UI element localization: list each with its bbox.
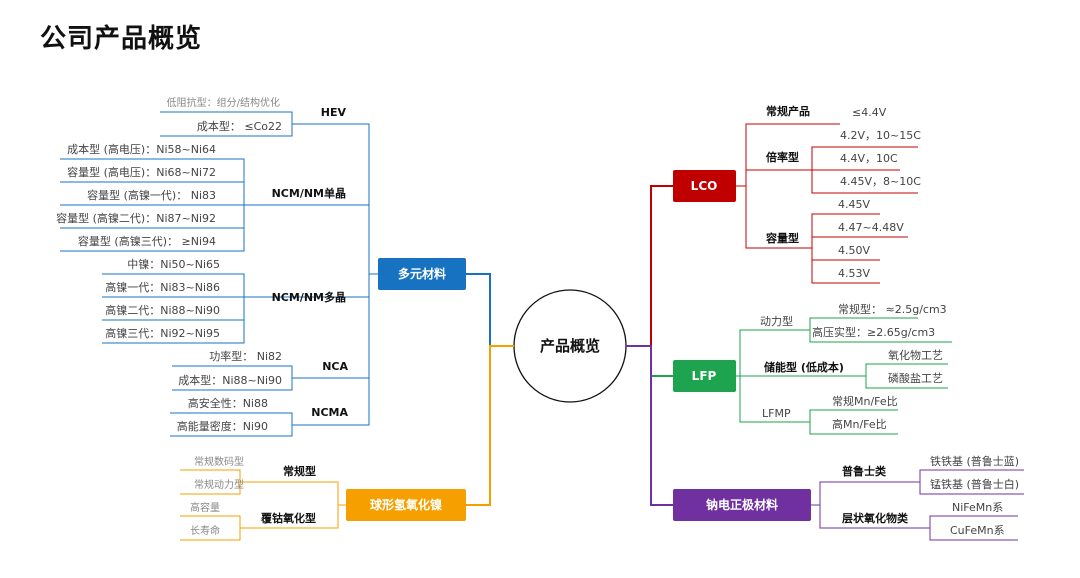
leaf-item: ≤4.4V <box>852 106 887 119</box>
spherical-connectors <box>180 469 346 541</box>
node-ternary-label: 多元材料 <box>398 266 446 281</box>
node-spherical-label: 球形氢氧化镍 <box>370 497 442 512</box>
branch-ternary: HEV NCM/NM单晶 NCM/NM多晶 NCA NCMA 低阻抗型：组分/结… <box>56 96 466 437</box>
leaf-item: 4.45V，8~10C <box>840 175 921 188</box>
leaf-item: 常规数码型 <box>194 455 244 468</box>
leaf-item: 常规型： ≈2.5g/cm3 <box>838 302 947 316</box>
sodium-connectors <box>811 469 1024 541</box>
ternary-connectors <box>60 111 378 437</box>
leaf-item: 4.2V，10~15C <box>840 129 921 142</box>
node-ternary-box <box>378 258 466 290</box>
node-lco-label: LCO <box>691 179 718 193</box>
leaf-item: 高镍一代：Ni83~Ni86 <box>105 280 220 294</box>
leaf-item: 4.47~4.48V <box>838 221 904 234</box>
leaf-item: 容量型 (高镍三代)： ≥Ni94 <box>78 234 216 248</box>
group-label-ncm-poly: NCM/NM多晶 <box>272 290 346 304</box>
main-connectors <box>466 185 673 506</box>
node-sodium-label: 钠电正极材料 <box>706 497 778 512</box>
leaf-item: 铁铁基 (普鲁士蓝) <box>930 454 1019 468</box>
leaf-item: 高镍三代：Ni92~Ni95 <box>105 326 220 340</box>
group-label-lco-regular: 常规产品 <box>766 104 810 118</box>
leaf-item: 高能量密度：Ni90 <box>177 419 268 433</box>
lfp-connectors <box>736 317 952 435</box>
leaf-item: 高容量 <box>190 501 220 514</box>
group-label-lco-capacity: 容量型 <box>765 231 799 245</box>
group-label-ncm-single: NCM/NM单晶 <box>272 186 346 200</box>
leaf-item: 高压实型：≥2.65g/cm3 <box>812 325 935 339</box>
leaf-item: 成本型 (高电压)：Ni58~Ni64 <box>67 142 216 156</box>
group-label-cobalt-coated: 覆钴氧化型 <box>261 511 316 525</box>
center-node-label: 产品概览 <box>540 337 600 355</box>
branch-spherical: 常规型 覆钴氧化型 常规数码型 常规动力型 高容量 长寿命 球形氢氧化镍 <box>180 455 466 541</box>
branch-lco: 常规产品 倍率型 容量型 ≤4.4V 4.2V，10~15C 4.4V，10C … <box>673 104 921 284</box>
group-label-nca: NCA <box>322 360 348 373</box>
leaf-item: NiFeMn系 <box>952 501 1003 514</box>
leaf-item: 中镍：Ni50~Ni65 <box>127 257 220 271</box>
lco-connectors <box>736 123 918 284</box>
leaf-item: 4.4V，10C <box>840 152 898 165</box>
leaf-item: 常规Mn/Fe比 <box>832 394 898 408</box>
node-lfp-box <box>673 360 736 392</box>
group-label-lfp-storage: 储能型 (低成本) <box>764 360 844 374</box>
leaf-item: 高Mn/Fe比 <box>832 417 887 431</box>
node-sodium-box <box>673 489 811 521</box>
node-lco-box <box>673 170 736 202</box>
node-lfp-label: LFP <box>692 369 717 383</box>
leaf-item: 锰铁基 (普鲁士白) <box>930 477 1019 491</box>
group-label-lfmp: LFMP <box>762 407 791 420</box>
leaf-item: 磷酸盐工艺 <box>888 371 943 385</box>
leaf-item: 功率型： Ni82 <box>209 349 282 363</box>
group-label-lco-rate: 倍率型 <box>766 150 799 164</box>
group-label-conventional: 常规型 <box>283 464 316 478</box>
leaf-item: 成本型： ≤Co22 <box>197 119 282 133</box>
group-label-ncma: NCMA <box>311 406 348 419</box>
leaf-item: 容量型 (高镍二代)：Ni87~Ni92 <box>56 211 216 225</box>
leaf-item: 常规动力型 <box>194 478 244 491</box>
leaf-item: 4.50V <box>838 244 870 257</box>
leaf-item: 高镍二代：Ni88~Ni90 <box>105 303 220 317</box>
leaf-item: 长寿命 <box>190 524 220 537</box>
group-label-lfp-power: 动力型 <box>760 314 793 328</box>
branch-lfp: 动力型 储能型 (低成本) LFMP 常规型： ≈2.5g/cm3 高压实型：≥… <box>673 302 952 435</box>
leaf-item: 氧化物工艺 <box>888 348 943 362</box>
leaf-item: 容量型 (高镍一代)： Ni83 <box>87 188 216 202</box>
group-label-hev: HEV <box>321 106 347 119</box>
leaf-item: 低阻抗型：组分/结构优化 <box>167 96 280 109</box>
group-label-prussian: 普鲁士类 <box>842 464 887 478</box>
leaf-item: 成本型：Ni88~Ni90 <box>178 373 282 387</box>
leaf-item: 4.53V <box>838 267 870 280</box>
leaf-item: 高安全性：Ni88 <box>188 396 268 410</box>
group-label-layered-oxide: 层状氧化物类 <box>841 511 909 525</box>
page-title: 公司产品概览 <box>40 24 203 54</box>
leaf-item: 4.45V <box>838 198 870 211</box>
leaf-item: 容量型 (高电压)：Ni68~Ni72 <box>67 165 216 179</box>
branch-sodium: 普鲁士类 层状氧化物类 铁铁基 (普鲁士蓝) 锰铁基 (普鲁士白) NiFeMn… <box>673 454 1024 541</box>
node-spherical-box <box>346 489 466 521</box>
leaf-item: CuFeMn系 <box>950 524 1005 537</box>
